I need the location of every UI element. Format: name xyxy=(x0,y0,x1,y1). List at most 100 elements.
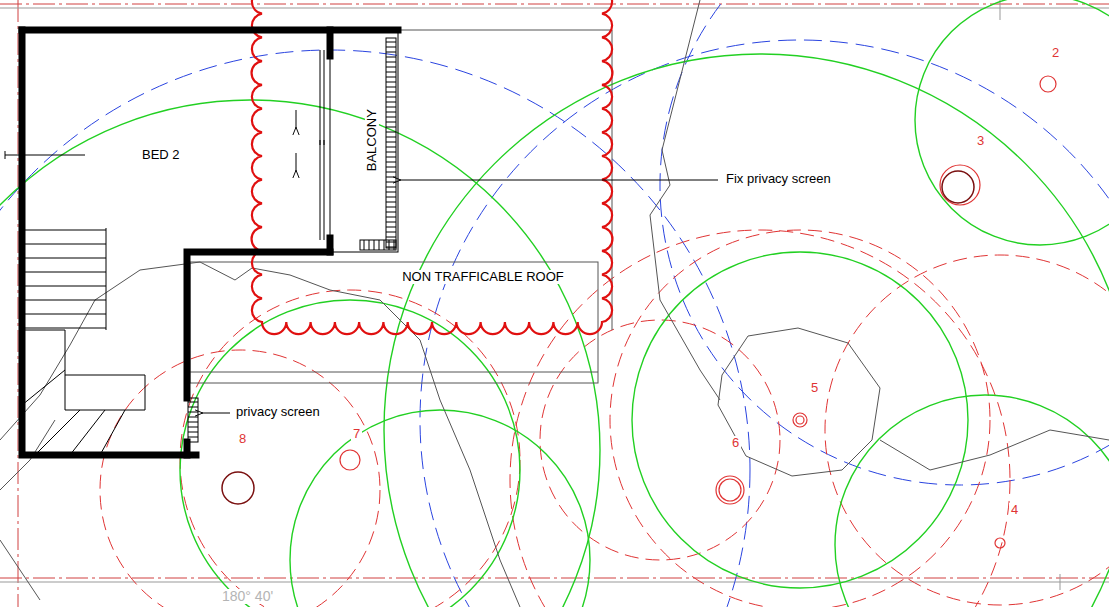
tree-trunk xyxy=(719,479,741,501)
balcony xyxy=(324,50,325,145)
canopy-circle xyxy=(384,54,1109,607)
tree-zone-blue xyxy=(660,0,1109,485)
privacy-screen xyxy=(188,398,198,442)
tree-zone-red xyxy=(825,255,1109,605)
stair xyxy=(22,258,106,259)
balcony-railing xyxy=(386,67,396,68)
privacy-screen xyxy=(188,412,198,413)
balcony-railing xyxy=(386,117,396,118)
tree-number: 8 xyxy=(237,432,248,446)
roof-outline xyxy=(190,262,598,383)
balcony xyxy=(296,110,297,128)
building-wall xyxy=(22,30,398,455)
balcony-railing xyxy=(379,240,380,250)
stair xyxy=(35,410,80,455)
stair xyxy=(22,370,65,405)
balcony-railing xyxy=(386,137,396,138)
tree-number: 5 xyxy=(809,381,820,395)
balcony-railing xyxy=(394,240,395,250)
canopy-circle xyxy=(835,395,1109,607)
balcony-railing xyxy=(386,212,396,213)
canopy-outline xyxy=(880,430,1109,470)
tree-number: 3 xyxy=(975,134,986,148)
stair xyxy=(100,410,125,455)
balcony-railing xyxy=(386,202,396,203)
balcony-railing xyxy=(386,42,396,43)
stair xyxy=(22,300,106,301)
tree-zone-red xyxy=(540,320,780,560)
balcony-railing xyxy=(386,52,396,53)
property-boundary xyxy=(0,4,1109,5)
balcony-railing xyxy=(386,72,396,73)
balcony-railing xyxy=(386,112,396,113)
note-text: Fix privacy screen xyxy=(724,172,833,186)
tree-zone-red xyxy=(100,350,380,607)
property-boundary xyxy=(18,0,19,607)
boundary-line xyxy=(1000,0,1001,20)
balcony-railing xyxy=(386,182,396,183)
canopy-circle xyxy=(180,300,520,607)
tree-trunk xyxy=(793,413,807,427)
balcony xyxy=(296,30,398,252)
balcony-railing xyxy=(386,162,396,163)
room-label: BALCONY xyxy=(365,107,379,173)
balcony-railing xyxy=(374,240,375,250)
tree-trunk xyxy=(340,450,360,470)
stair xyxy=(22,330,145,410)
tree-zone-red xyxy=(180,290,520,607)
building-wall xyxy=(187,252,330,398)
canopy-outline xyxy=(718,328,880,476)
stair xyxy=(70,410,105,455)
balcony-railing xyxy=(386,197,396,198)
boundary-line xyxy=(1060,574,1061,590)
stair xyxy=(22,328,106,329)
balcony xyxy=(296,153,297,171)
privacy-screen xyxy=(188,432,198,433)
tree-trunk xyxy=(1040,76,1056,92)
roof-label: NON TRAFFICABLE ROOF xyxy=(400,270,566,284)
balcony-railing xyxy=(386,102,396,103)
note-text: privacy screen xyxy=(234,405,322,419)
leader-line xyxy=(5,155,85,156)
roof-outline xyxy=(190,372,598,373)
balcony-railing xyxy=(386,62,396,63)
tree-trunk xyxy=(940,165,980,205)
tree-trunk xyxy=(222,171,974,504)
stair xyxy=(22,228,145,455)
canopy-outline xyxy=(650,0,720,400)
balcony-railing xyxy=(386,192,396,193)
canopy-outline xyxy=(0,262,520,607)
balcony-railing xyxy=(369,240,370,250)
balcony-railing xyxy=(360,240,396,250)
balcony-railing xyxy=(386,132,396,133)
balcony xyxy=(320,50,321,145)
balcony-railing xyxy=(386,222,396,223)
balcony-railing xyxy=(386,147,396,148)
stair xyxy=(106,228,107,330)
tree-trunk xyxy=(716,476,744,504)
stair xyxy=(22,286,106,287)
tree-zone-blue xyxy=(420,40,1109,607)
balcony xyxy=(330,30,398,252)
privacy-screen xyxy=(188,422,198,423)
tree-trunk xyxy=(942,171,974,203)
balcony-railing xyxy=(360,38,396,250)
building-wall xyxy=(22,30,196,455)
balcony-railing xyxy=(386,172,396,173)
balcony-railing xyxy=(364,240,365,250)
tree-number: 4 xyxy=(1009,503,1020,517)
balcony-railing xyxy=(386,217,396,218)
boundary-line xyxy=(0,8,1109,9)
balcony-railing xyxy=(386,57,396,58)
privacy-screen xyxy=(188,417,198,418)
balcony xyxy=(320,140,321,240)
building-wall xyxy=(184,442,191,455)
balcony-railing xyxy=(386,38,396,248)
tree-number: 7 xyxy=(351,427,362,441)
canopy-circle xyxy=(915,0,1109,245)
balcony-railing xyxy=(386,107,396,108)
tree-trunk xyxy=(995,538,1005,548)
privacy-screen xyxy=(188,407,198,408)
balcony xyxy=(324,140,325,240)
